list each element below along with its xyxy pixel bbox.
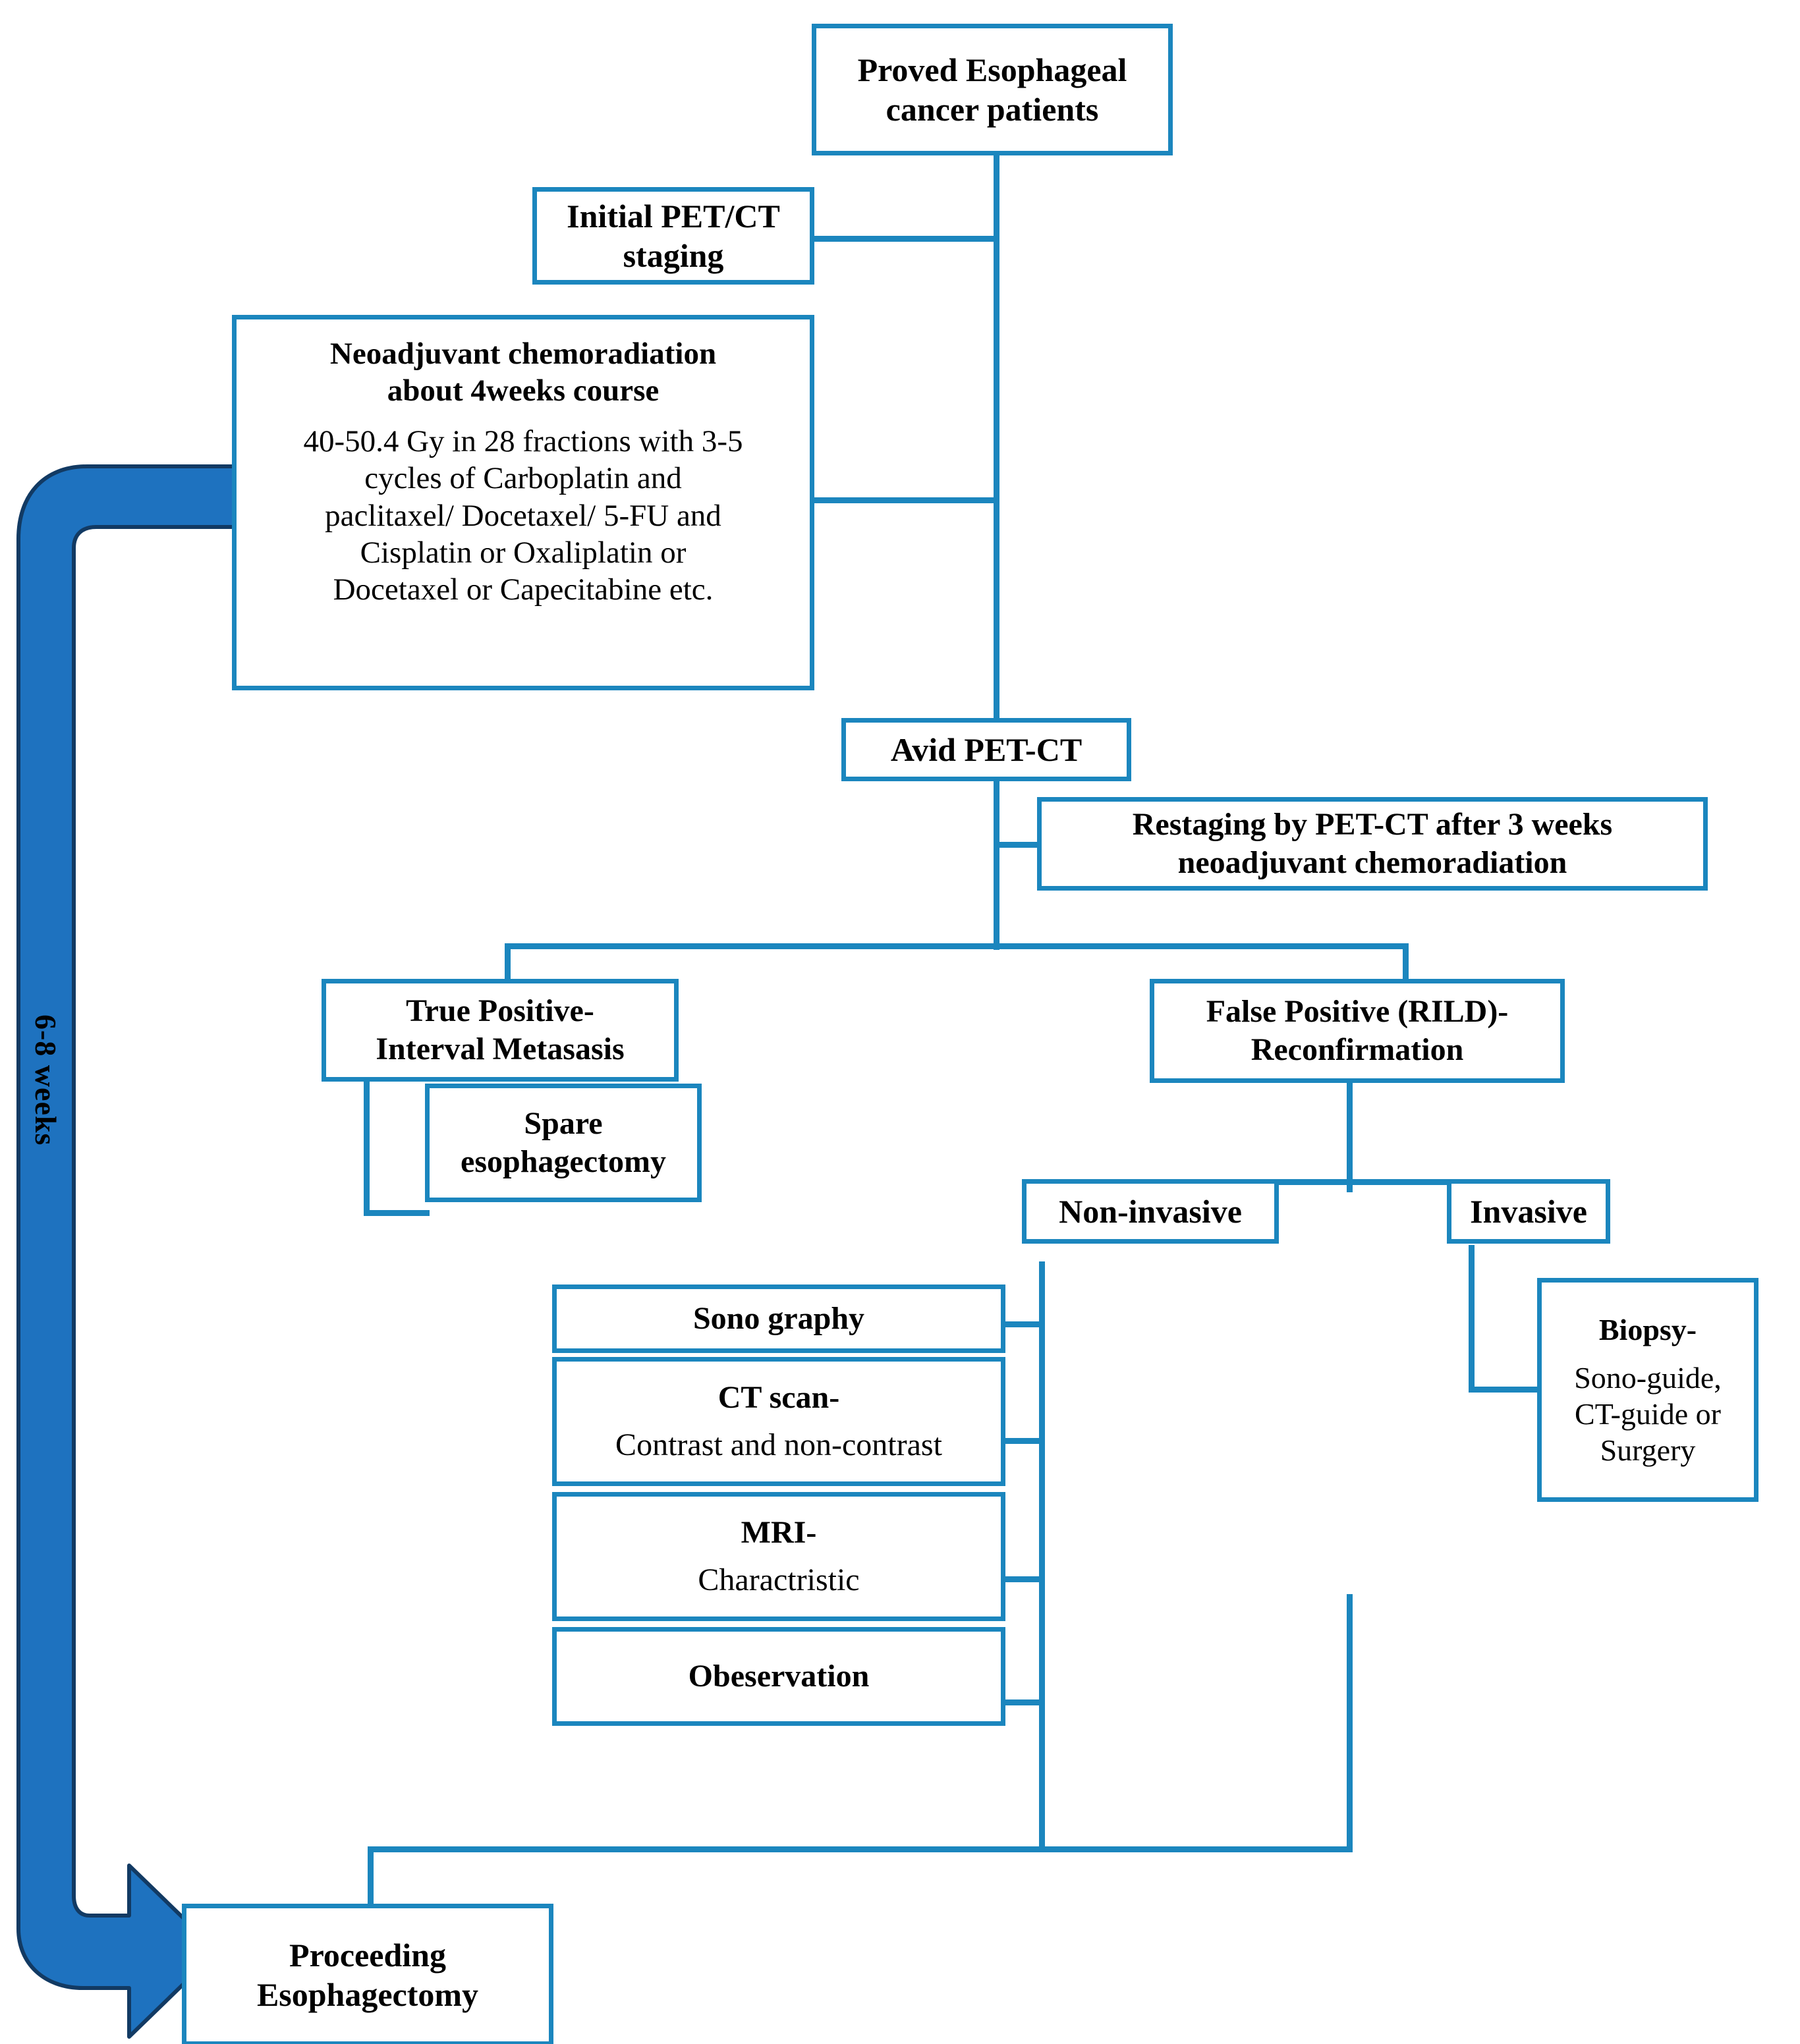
node-line: Sono graphy: [692, 1301, 865, 1337]
connector-fp-split-bar: [1150, 1179, 1545, 1185]
connector-avid-down: [994, 771, 999, 950]
node-line: Surgery: [1600, 1433, 1696, 1468]
node-neoadjuvant-chemoradiation[interactable]: Neoadjuvant chemoradiation about 4weeks …: [232, 315, 814, 690]
node-invasive[interactable]: Invasive: [1447, 1179, 1610, 1244]
node-line: Neoadjuvant chemoradiation: [329, 337, 717, 371]
node-sonography[interactable]: Sono graphy: [552, 1284, 1005, 1353]
node-line: Avid PET-CT: [890, 731, 1083, 768]
connector-spine-observation: [1001, 1699, 1045, 1705]
node-line: staging: [623, 237, 724, 274]
node-line: Cisplatin or Oxaliplatin or: [360, 535, 687, 570]
node-non-invasive[interactable]: Non-invasive: [1022, 1179, 1279, 1244]
timeline-label: 6-8 weeks: [29, 1014, 63, 1146]
node-line: Biopsy-: [1598, 1312, 1697, 1346]
node-true-positive-interval-metastasis[interactable]: True Positive- Interval Metasasis: [322, 979, 679, 1082]
connector-tp-to-spare-v: [364, 1080, 370, 1216]
node-line: Interval Metasasis: [376, 1032, 625, 1066]
node-line: about 4weeks course: [387, 373, 660, 408]
node-line: cycles of Carboplatin and: [364, 461, 682, 496]
node-biopsy[interactable]: Biopsy- Sono-guide, CT-guide or Surgery: [1537, 1278, 1758, 1502]
node-line: Sono-guide,: [1574, 1360, 1722, 1395]
node-proved-esophageal-cancer-patients[interactable]: Proved Esophageal cancer patients: [812, 24, 1173, 155]
node-line: 40-50.4 Gy in 28 fractions with 3-5: [303, 424, 743, 458]
node-line: CT-guide or: [1575, 1397, 1721, 1431]
connector-spine-mri: [1001, 1576, 1045, 1582]
connector-fp-down: [1347, 1061, 1353, 1192]
node-false-positive-rild-reconfirmation[interactable]: False Positive (RILD)- Reconfirmation: [1150, 979, 1565, 1083]
connector-branch-bar: [505, 943, 1409, 949]
node-proceeding-esophagectomy[interactable]: Proceeding Esophagectomy: [182, 1904, 553, 2044]
node-line: Proceeding: [289, 1937, 446, 1974]
connector-bottom-bar: [368, 1846, 1353, 1852]
node-initial-pet-ct-staging[interactable]: Initial PET/CT staging: [532, 187, 814, 285]
node-line: Docetaxel or Capecitabine etc.: [333, 572, 714, 607]
node-mri[interactable]: MRI- Charactristic: [552, 1492, 1005, 1621]
connector-initial-staging: [812, 236, 998, 242]
node-line: neoadjuvant chemoradiation: [1177, 845, 1567, 880]
node-line: False Positive (RILD)-: [1206, 994, 1509, 1030]
node-line: esophagectomy: [461, 1144, 666, 1179]
node-line: CT scan-: [717, 1380, 840, 1416]
connector-tp-to-spare-h: [364, 1210, 430, 1216]
connector-restaging: [994, 842, 1037, 848]
node-line: Proved Esophageal: [857, 51, 1127, 88]
node-line: MRI-: [741, 1515, 817, 1551]
loopback-arrow-icon: [16, 464, 243, 2039]
connector-noninvasive-spine: [1039, 1261, 1045, 1852]
connector-invasive-to-biopsy-h: [1469, 1387, 1541, 1393]
node-line: Obeservation: [688, 1659, 870, 1694]
node-line: Contrast and non-contrast: [615, 1427, 942, 1462]
node-line: cancer patients: [886, 91, 1099, 128]
connector-invasive-to-biopsy-v: [1469, 1245, 1475, 1393]
node-line: Initial PET/CT: [567, 198, 780, 235]
node-line: Spare: [524, 1106, 603, 1142]
node-line: Reconfirmation: [1251, 1032, 1464, 1067]
node-line: Invasive: [1470, 1193, 1587, 1230]
node-restaging-pet-ct[interactable]: Restaging by PET-CT after 3 weeks neoadj…: [1037, 797, 1708, 891]
node-line: Esophagectomy: [256, 1976, 479, 2013]
node-ct-scan[interactable]: CT scan- Contrast and non-contrast: [552, 1357, 1005, 1486]
connector-branch-left-drop: [505, 943, 511, 981]
node-avid-pet-ct[interactable]: Avid PET-CT: [841, 718, 1131, 781]
node-line: Restaging by PET-CT after 3 weeks: [1132, 807, 1613, 842]
connector-branch-right-drop: [1403, 943, 1409, 981]
connector-neoadjuvant: [814, 497, 998, 503]
connector-spine-sonography: [1001, 1321, 1045, 1327]
connector-spine-ctscan: [1001, 1438, 1045, 1444]
connector-bottom-right-drop: [1347, 1594, 1353, 1852]
node-spare-esophagectomy[interactable]: Spare esophagectomy: [425, 1084, 702, 1202]
node-observation[interactable]: Obeservation: [552, 1627, 1005, 1726]
connector-bottom-to-proceeding: [368, 1846, 374, 1910]
node-line: True Positive-: [406, 993, 594, 1029]
node-line: paclitaxel/ Docetaxel/ 5-FU and: [325, 498, 721, 533]
connector-proved-trunk: [994, 153, 999, 949]
node-line: Non-invasive: [1059, 1193, 1242, 1230]
node-line: Charactristic: [698, 1562, 860, 1597]
